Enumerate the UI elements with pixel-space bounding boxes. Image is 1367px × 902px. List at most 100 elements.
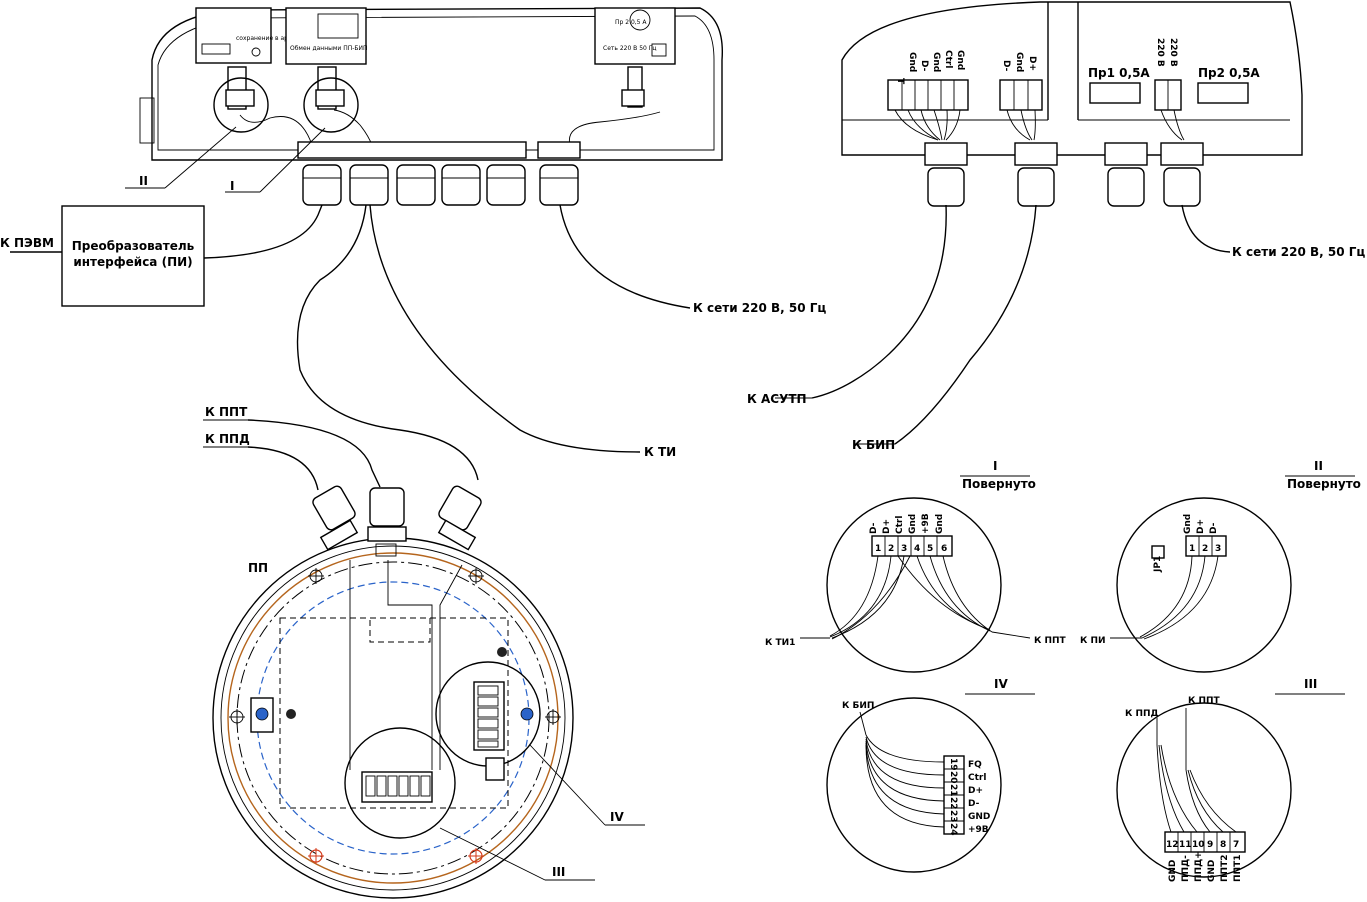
- svg-text:12: 12: [1166, 840, 1179, 850]
- svg-text:5: 5: [927, 544, 933, 554]
- svg-text:D+: D+: [882, 519, 892, 534]
- svg-text:D+: D+: [1196, 519, 1206, 534]
- svg-text:Gnd: Gnd: [935, 514, 945, 534]
- left-enclosure: сохранение в архиве Обмен данными ПП-БИП…: [139, 7, 724, 206]
- to-ppd-label: К ППД: [205, 432, 250, 446]
- fuse2-label: Пр2 0,5А: [1198, 66, 1260, 80]
- archive-module-label: сохранение в архиве: [236, 35, 303, 42]
- svg-text:2: 2: [888, 544, 894, 554]
- svg-text:D-: D-: [1209, 522, 1219, 534]
- svg-text:D-: D-: [869, 522, 879, 534]
- detail-III-to-ppd: К ППД: [1125, 709, 1159, 719]
- detail-II: II Повернуто 1 2 3 Gnd D+ D- JP1 К ПИ: [1080, 459, 1361, 673]
- detail-I: I Повернуто 1 2 3 4 5 6 D- D+ Ctrl Gnd +…: [765, 459, 1067, 673]
- svg-text:9: 9: [1207, 840, 1213, 850]
- detail-III-title: III: [1304, 677, 1317, 691]
- svg-text:ППТ1: ППТ1: [1233, 855, 1243, 882]
- mains-right-label: К сети 220 В, 50 Гц: [1232, 245, 1365, 259]
- pp-label: ПП: [248, 561, 268, 575]
- term-ctrl: Ctrl: [943, 50, 953, 68]
- svg-text:1: 1: [1189, 544, 1195, 554]
- svg-text:6: 6: [941, 544, 947, 554]
- svg-text:1: 1: [875, 544, 881, 554]
- svg-text:23: 23: [948, 810, 958, 823]
- svg-text:Ctrl: Ctrl: [968, 773, 986, 783]
- callout-IV-pp: IV: [610, 810, 624, 824]
- svg-text:GND: GND: [1168, 860, 1178, 882]
- svg-text:20: 20: [948, 771, 958, 784]
- svg-text:2: 2: [1202, 544, 1208, 554]
- term-d-plus: D+: [1027, 56, 1037, 71]
- detail-IV: IV К БИП 19 20 21 22 23 24 FQ Ctrl D+ D-…: [826, 677, 1035, 873]
- callout-I-top: I: [230, 179, 234, 193]
- svg-text:8: 8: [1220, 840, 1226, 850]
- svg-text:Gnd: Gnd: [908, 514, 918, 534]
- svg-text:3: 3: [1215, 544, 1221, 554]
- to-pc-label: К ПЭВМ: [0, 236, 54, 250]
- term-gnd-3: Gnd: [955, 50, 965, 70]
- detail-III-to-ppt: К ППТ: [1188, 696, 1221, 706]
- svg-text:Ctrl: Ctrl: [895, 516, 905, 534]
- detail-II-to-pi: К ПИ: [1080, 636, 1106, 646]
- svg-text:ППД+: ППД+: [1194, 851, 1204, 882]
- interface-converter-box: [61, 205, 205, 307]
- svg-text:10: 10: [1192, 840, 1205, 850]
- term-220-1: 220 В: [1155, 38, 1165, 67]
- mains-left-label: К сети 220 В, 50 Гц: [693, 301, 826, 315]
- detail-I-to-ti1: К ТИ1: [765, 638, 795, 648]
- fuse1-label: Пр1 0,5А: [1088, 66, 1150, 80]
- left-cable-glands: [302, 164, 579, 206]
- svg-text:7: 7: [1233, 840, 1239, 850]
- term-gnd-1: Gnd: [907, 52, 917, 72]
- svg-text:ППТ2: ППТ2: [1220, 855, 1230, 882]
- detail-IV-to-bip: К БИП: [842, 701, 874, 711]
- detail-I-to-ppt: К ППТ: [1034, 636, 1067, 646]
- svg-text:+9В: +9В: [968, 825, 989, 835]
- term-d-minus-1: D-: [919, 60, 929, 72]
- svg-text:D-: D-: [968, 799, 980, 809]
- to-ti-label: К ТИ: [644, 445, 676, 459]
- svg-text:11: 11: [1179, 840, 1192, 850]
- svg-text:GND: GND: [968, 812, 990, 822]
- exchange-module: [285, 7, 367, 65]
- detail-I-rotated: Повернуто: [962, 477, 1036, 491]
- exchange-module-label: Обмен данными ПП-БИП: [290, 45, 368, 52]
- svg-text:21: 21: [948, 784, 958, 797]
- term-gnd-2: Gnd: [931, 52, 941, 72]
- svg-text:19: 19: [948, 758, 958, 771]
- converter-label-1: Преобразователь: [72, 239, 195, 253]
- svg-text:GND: GND: [1207, 860, 1217, 882]
- detail-III: III К ППД К ППТ 12 11 10 9 8 7 GND ППД- …: [1116, 677, 1345, 882]
- to-bip-label: К БИП: [852, 438, 895, 452]
- callout-III-pp: III: [552, 865, 565, 879]
- pp-enclosure: [212, 485, 574, 899]
- detail-I-title: I: [993, 459, 997, 473]
- svg-text:22: 22: [948, 797, 958, 810]
- svg-text:+9В: +9В: [921, 513, 931, 534]
- detail-IV-title: IV: [994, 677, 1008, 691]
- converter-label-2: интерфейса (ПИ): [73, 255, 192, 269]
- term-220-2: 220 В: [1168, 38, 1178, 67]
- svg-text:3: 3: [901, 544, 907, 554]
- svg-text:ППД-: ППД-: [1181, 855, 1191, 882]
- detail-II-title: II: [1314, 459, 1323, 473]
- mains-fuse-label: Пр 2 0,5 А: [615, 19, 647, 26]
- term-gnd-4: Gnd: [1014, 52, 1024, 72]
- term-d-minus-2: D-: [1001, 60, 1011, 72]
- svg-text:D+: D+: [968, 786, 983, 796]
- jumper-label: JP1: [1153, 556, 1163, 573]
- svg-text:FQ: FQ: [968, 760, 982, 770]
- mains-module-label: Сеть 220 В 50 Гц: [603, 45, 657, 52]
- svg-text:Gnd: Gnd: [1183, 514, 1193, 534]
- svg-text:24: 24: [948, 823, 958, 836]
- right-enclosure: [841, 1, 1303, 156]
- callout-II-top: II: [139, 174, 148, 188]
- mains-module: [594, 7, 676, 65]
- to-asutp-label: К АСУТП: [747, 392, 807, 406]
- svg-text:4: 4: [914, 544, 920, 554]
- to-ppt-label: К ППТ: [205, 405, 248, 419]
- term-T: T: [895, 78, 905, 85]
- detail-II-rotated: Повернуто: [1287, 477, 1361, 491]
- right-cable-glands: [924, 142, 1204, 207]
